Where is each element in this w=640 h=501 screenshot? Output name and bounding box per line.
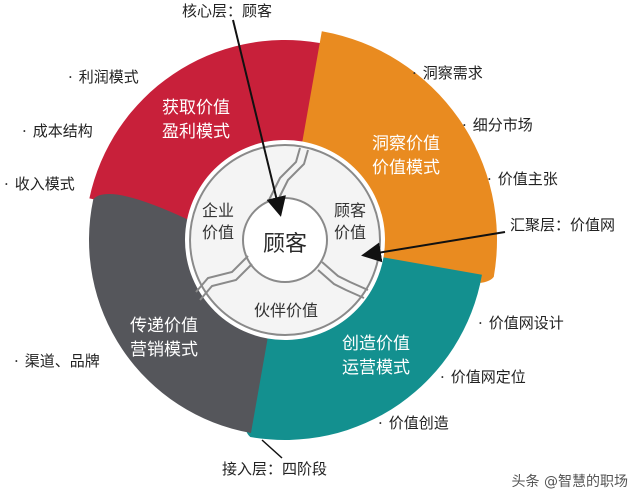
left-item: ·渠道、品牌 <box>14 352 100 370</box>
hub-left-text: 企业价值 <box>202 201 235 242</box>
segment-orange <box>302 31 497 284</box>
value-net-layer-label: 汇聚层：价值网 <box>510 216 616 234</box>
segment-gray <box>89 194 268 434</box>
hub-right-text: 顾客价值 <box>334 201 367 242</box>
segment-red <box>89 39 326 220</box>
segment-gray-title: 传递价值营销模式 <box>130 316 198 360</box>
right-item: ·价值网定位 <box>440 368 526 386</box>
left-item: ·成本结构 <box>22 122 93 140</box>
hub-bottom-text: 伙伴价值 <box>254 301 319 320</box>
right-item: ·细分市场 <box>462 116 533 134</box>
left-item: ·收入模式 <box>4 175 75 193</box>
right-item: ·价值创造 <box>378 414 449 432</box>
watermark: 头条 @智慧的职场 <box>511 474 628 490</box>
hub-center-text: 顾客 <box>263 232 308 257</box>
segment-orange-title: 洞察价值价值模式 <box>372 134 440 178</box>
core-layer-label: 核心层：顾客 <box>182 2 273 20</box>
access-layer-label: 接入层：四阶段 <box>222 460 328 478</box>
right-item: ·价值网设计 <box>478 314 564 332</box>
segment-teal <box>244 257 482 440</box>
arrow-value-net <box>361 231 506 263</box>
left-item: ·利润模式 <box>68 68 139 86</box>
right-item: ·洞察需求 <box>412 64 483 82</box>
right-item: ·价值主张 <box>487 170 558 188</box>
arrow-core <box>232 19 286 217</box>
arrow-access <box>261 439 283 459</box>
segment-teal-title: 创造价值运营模式 <box>342 334 410 378</box>
segment-red-title: 获取价值盈利模式 <box>162 98 230 142</box>
